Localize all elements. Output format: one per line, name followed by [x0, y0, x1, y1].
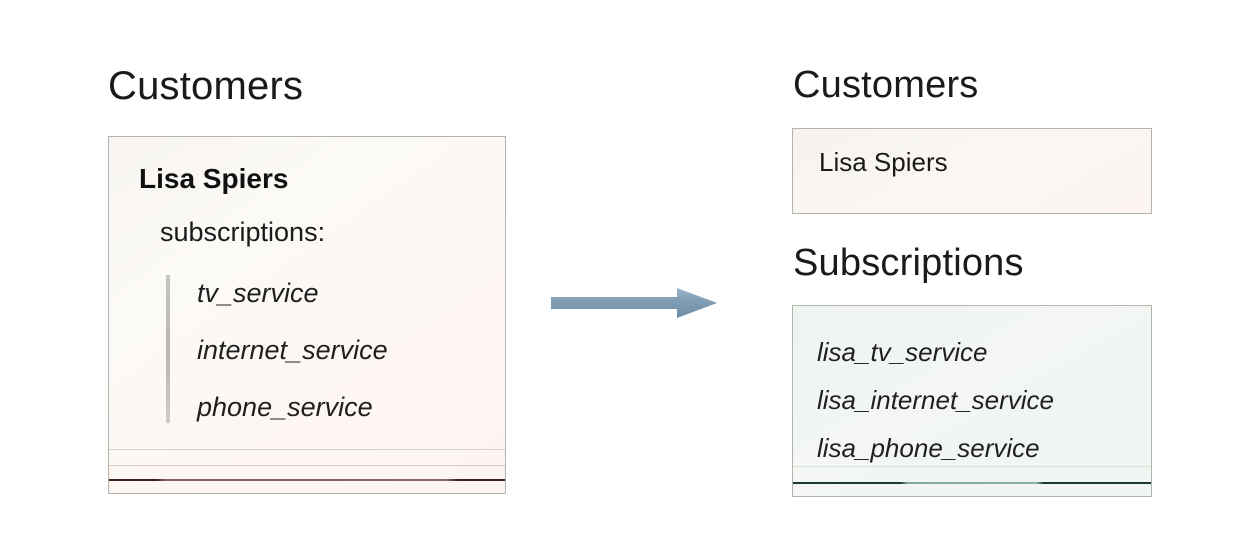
table-row: lisa_tv_service — [817, 337, 988, 367]
table-row: lisa_phone_service — [817, 433, 1040, 463]
list-item: internet_service — [197, 335, 388, 365]
customer-name-text: Lisa Spiers — [139, 163, 289, 194]
right-subscriptions-table-card: lisa_tv_service lisa_internet_service li… — [792, 305, 1152, 497]
left-panel-heading: Customers — [108, 64, 304, 108]
embedded-service-list: tv_service internet_service phone_servic… — [197, 265, 388, 436]
table-row: Lisa Spiers — [819, 147, 948, 177]
right-customers-table-card: Lisa Spiers — [792, 128, 1152, 214]
left-card-body: Lisa Spiers subscriptions: tv_service in… — [109, 137, 505, 493]
right-customers-bottom-band — [793, 159, 1151, 213]
right-arrow-icon — [551, 288, 717, 318]
band-divider-line — [109, 465, 505, 466]
right-subscriptions-bottom-band — [793, 442, 1151, 496]
subscriptions-label: subscriptions: — [160, 217, 326, 247]
table-row: lisa_internet_service — [817, 385, 1055, 415]
right-subscriptions-heading: Subscriptions — [793, 242, 1024, 284]
list-item: phone_service — [197, 392, 373, 422]
left-customers-document-card: Lisa Spiers subscriptions: tv_service in… — [108, 136, 506, 494]
band-divider-line — [109, 449, 505, 450]
band-accent-line — [793, 482, 1151, 484]
list-item: tv_service — [197, 278, 319, 308]
band-divider-line — [793, 466, 1151, 467]
right-customers-heading: Customers — [793, 64, 979, 106]
left-card-bottom-band — [109, 439, 505, 493]
band-accent-line — [109, 479, 505, 481]
nesting-guide-bar — [166, 275, 170, 423]
subscriptions-row-list: lisa_tv_service lisa_internet_service li… — [817, 328, 1054, 472]
